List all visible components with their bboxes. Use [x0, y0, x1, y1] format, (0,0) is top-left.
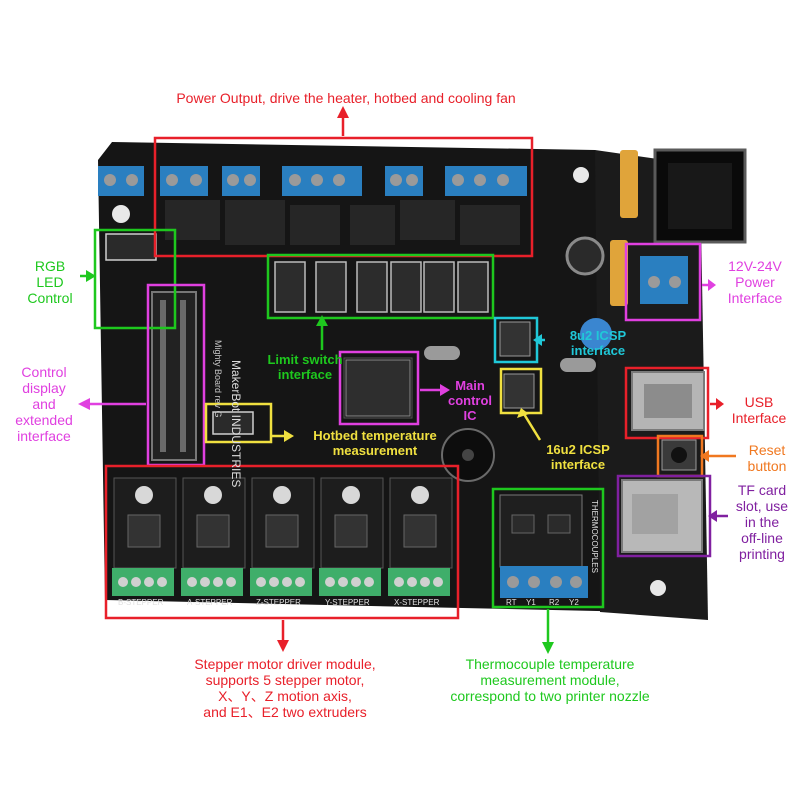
- fuse: [620, 150, 638, 218]
- top-terminal-blocks: [98, 166, 527, 196]
- rgb-connector: [105, 233, 157, 261]
- mount-hole: [112, 205, 130, 223]
- limit-switch-box: [266, 253, 495, 320]
- tf-card-label: TF card slot, use in the off-line printi…: [735, 482, 789, 562]
- thermo-title: THERMOCOUPLES: [590, 500, 599, 573]
- stepper-silkscreen: A-STEPPER: [187, 598, 233, 607]
- thermocouple-box: [491, 487, 605, 609]
- header-pins: [160, 300, 186, 452]
- stepper-silkscreen: X-STEPPER: [394, 598, 440, 607]
- power-terminal: [640, 256, 688, 304]
- thermo-pin: Y2: [569, 598, 579, 607]
- icsp-16u2-header: [503, 373, 535, 409]
- stepper-silkscreen: Y-STEPPER: [325, 598, 370, 607]
- reset-button-label: Reset button: [747, 442, 787, 474]
- isp-16u2-label: 16u2 ICSP interface: [546, 442, 610, 472]
- model-silkscreen: Mighty Board rev G: [213, 340, 223, 418]
- stepper-silkscreen: Z-STEPPER: [256, 598, 301, 607]
- usb-interface-label: USB Interface: [731, 394, 787, 426]
- mount-hole: [650, 580, 666, 596]
- power-output-label: Power Output, drive the heater, hotbed a…: [176, 90, 516, 106]
- fuse: [610, 240, 628, 306]
- brand-silkscreen: MakerBot INDUSTRIES: [229, 360, 243, 487]
- isp-8u2-label: 8u2 ICSP interface: [569, 328, 627, 358]
- crystal: [424, 346, 460, 360]
- blue-capacitor: [580, 318, 612, 350]
- main-ic-box: [338, 350, 420, 426]
- crystal: [560, 358, 596, 372]
- usb-box: [624, 366, 710, 440]
- hotbed-temp-label: Hotbed temperature measurement: [313, 428, 437, 458]
- rgb-led-box: [93, 228, 177, 330]
- rgb-led-label: RGB LED Control: [27, 258, 73, 306]
- stepper-box: [104, 464, 460, 620]
- main-control-label: Main control IC: [447, 378, 493, 423]
- stepper-driver-label: Stepper motor driver module, supports 5 …: [194, 656, 376, 720]
- main-ic: [345, 359, 411, 417]
- stepper-silkscreen: B-STEPPER: [118, 598, 164, 607]
- hotbed-temp-box: [204, 402, 273, 444]
- limit-switch-connectors: [274, 261, 489, 313]
- thermo-pin: RT: [506, 598, 517, 607]
- mount-hole: [573, 167, 589, 183]
- electrolytic-capacitor: [565, 236, 605, 276]
- limit-switch-label: Limit switch interface: [267, 352, 343, 382]
- power-interface-box: [624, 242, 702, 322]
- icsp-8u2-header: [499, 321, 531, 357]
- thermo-pin: Y1: [526, 598, 536, 607]
- hotbed-temp-connector: [212, 411, 254, 435]
- thermocouple-label: Thermocouple temperature measurement mod…: [450, 656, 650, 704]
- thermo-pin: R2: [549, 598, 560, 607]
- stepper-terminals: [112, 568, 450, 596]
- control-display-label: Control display and extended interface: [15, 364, 73, 444]
- power-interface-label: 12V-24V Power Interface: [727, 258, 783, 306]
- stepper-drivers: [113, 477, 453, 569]
